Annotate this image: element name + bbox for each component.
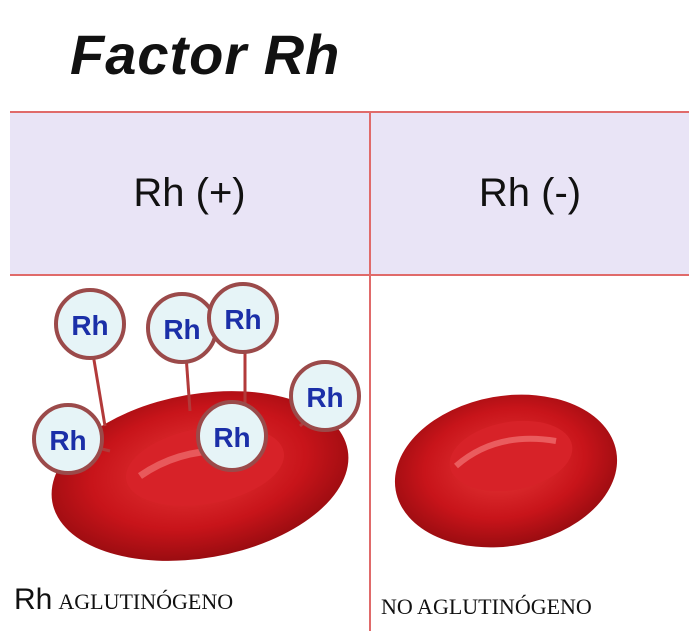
cell-rh-negative: NO AGLUTINÓGENO bbox=[371, 276, 689, 631]
rh-antigen: Rh bbox=[289, 360, 361, 432]
column-divider bbox=[369, 111, 371, 631]
rh-antigen: Rh bbox=[207, 282, 279, 354]
table-top-border bbox=[10, 111, 689, 113]
caption-rh-prefix: Rh bbox=[14, 583, 53, 616]
rh-antigen-label: Rh bbox=[163, 314, 200, 345]
rh-antigen: Rh bbox=[196, 400, 268, 472]
comparison-table: Rh (+) Rh (-) bbox=[10, 111, 689, 631]
rh-antigen-label: Rh bbox=[49, 425, 86, 456]
rh-antigen-label: Rh bbox=[213, 422, 250, 453]
header-rh-positive: Rh (+) bbox=[10, 113, 369, 274]
header-divider bbox=[10, 274, 689, 276]
rh-positive-illustration: Rh Rh Rh Rh Rh Rh bbox=[32, 282, 361, 561]
rh-negative-illustration bbox=[394, 394, 618, 548]
caption-rh-negative: NO AGLUTINÓGENO bbox=[381, 594, 592, 619]
rh-antigen-label: Rh bbox=[224, 304, 261, 335]
header-rh-negative: Rh (-) bbox=[371, 113, 689, 274]
rh-antigen-label: Rh bbox=[306, 382, 343, 413]
rh-antigen: Rh bbox=[146, 292, 218, 364]
rh-antigen: Rh bbox=[54, 288, 126, 360]
red-blood-cell-negative bbox=[394, 394, 618, 548]
rh-antigen: Rh bbox=[32, 403, 104, 475]
diagram-title: Factor Rh bbox=[70, 23, 341, 86]
caption-text: AGLUTINÓGENO bbox=[58, 589, 234, 614]
rh-antigen-label: Rh bbox=[71, 310, 108, 341]
